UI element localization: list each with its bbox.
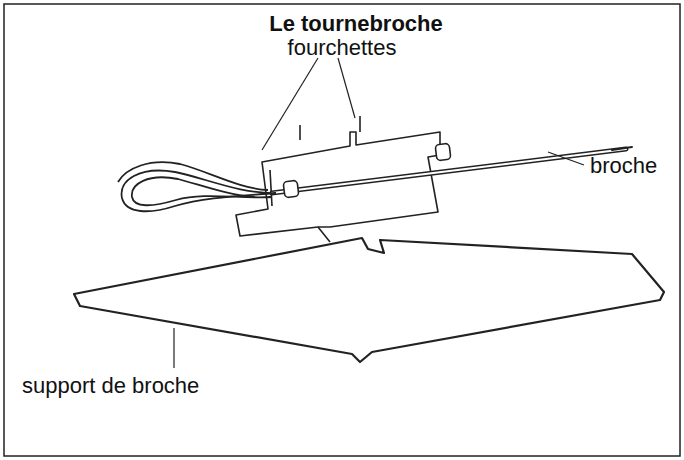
collars: [283, 143, 451, 198]
part-label: support de broche: [22, 374, 199, 398]
spit-support: [74, 238, 664, 362]
forks: [236, 116, 440, 242]
spit-handle: [118, 162, 276, 211]
spit-rod: [272, 147, 632, 193]
diagram-title: Le tournebroche: [269, 12, 443, 36]
part-label: broche: [590, 154, 657, 178]
part-label: fourchettes: [288, 36, 397, 60]
leader-lines: [174, 58, 584, 368]
frame: [4, 4, 680, 456]
